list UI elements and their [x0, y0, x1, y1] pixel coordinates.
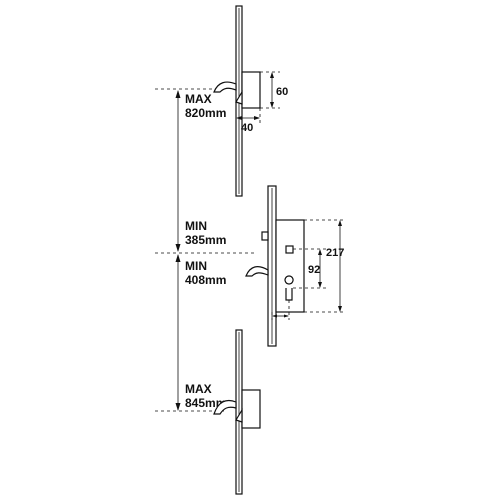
hook-depth-arrow-left — [236, 116, 242, 120]
bottom-hook-tip — [235, 407, 243, 423]
backset-arrow-right — [284, 314, 289, 318]
case-height-label: 217 — [326, 247, 344, 259]
centres-arrow-top — [318, 249, 322, 255]
top-travel-arrow-down — [175, 244, 181, 252]
lock-case — [275, 219, 305, 313]
min-bottom-word: MIN — [185, 259, 207, 273]
hook-height-label: 60 — [276, 86, 288, 98]
travel-dimension-lines — [155, 88, 255, 412]
case-height-arrow-bottom — [338, 306, 342, 312]
hook-depth-arrow-right — [254, 116, 260, 120]
bottom-hook-bolt — [213, 399, 237, 415]
backset-arrow-left — [272, 314, 277, 318]
centre-gearbox — [245, 185, 305, 347]
hook-height-arrow-top — [270, 72, 274, 78]
top-hook-tip — [235, 89, 243, 105]
centre-hook-bolt — [245, 266, 269, 277]
top-max-word: MAX — [185, 92, 212, 106]
travel-labels: MAX 820mm MIN 385mm MIN 408mm MAX 845mm — [185, 92, 226, 410]
hook-depth-label: 40 — [241, 122, 253, 134]
top-hook-dimensions: 60 40 — [235, 71, 288, 134]
follower-square — [285, 245, 294, 254]
top-hook-keep — [213, 71, 261, 109]
top-hook-housing — [241, 71, 261, 109]
top-hook-bolt — [213, 81, 237, 93]
centres-label: 92 — [308, 264, 320, 276]
case-height-arrow-top — [338, 220, 342, 226]
min-bottom-value: 408mm — [185, 273, 226, 287]
bottom-max-value: 845mm — [185, 396, 226, 410]
euro-cylinder-hole — [284, 275, 294, 301]
centre-dimensions: 217 92 — [271, 219, 346, 320]
top-travel-arrow-up — [175, 90, 181, 98]
bottom-travel-arrow-up — [175, 254, 181, 262]
min-top-word: MIN — [185, 219, 207, 233]
bottom-hook-housing — [241, 389, 261, 429]
top-max-value: 820mm — [185, 106, 226, 120]
centres-arrow-bottom — [318, 282, 322, 288]
bottom-travel-arrow-down — [175, 403, 181, 411]
bottom-max-word: MAX — [185, 382, 212, 396]
latch-stub — [261, 231, 269, 241]
hook-height-arrow-bottom — [270, 102, 274, 108]
min-top-value: 385mm — [185, 233, 226, 247]
bottom-hook-keep — [213, 389, 261, 429]
